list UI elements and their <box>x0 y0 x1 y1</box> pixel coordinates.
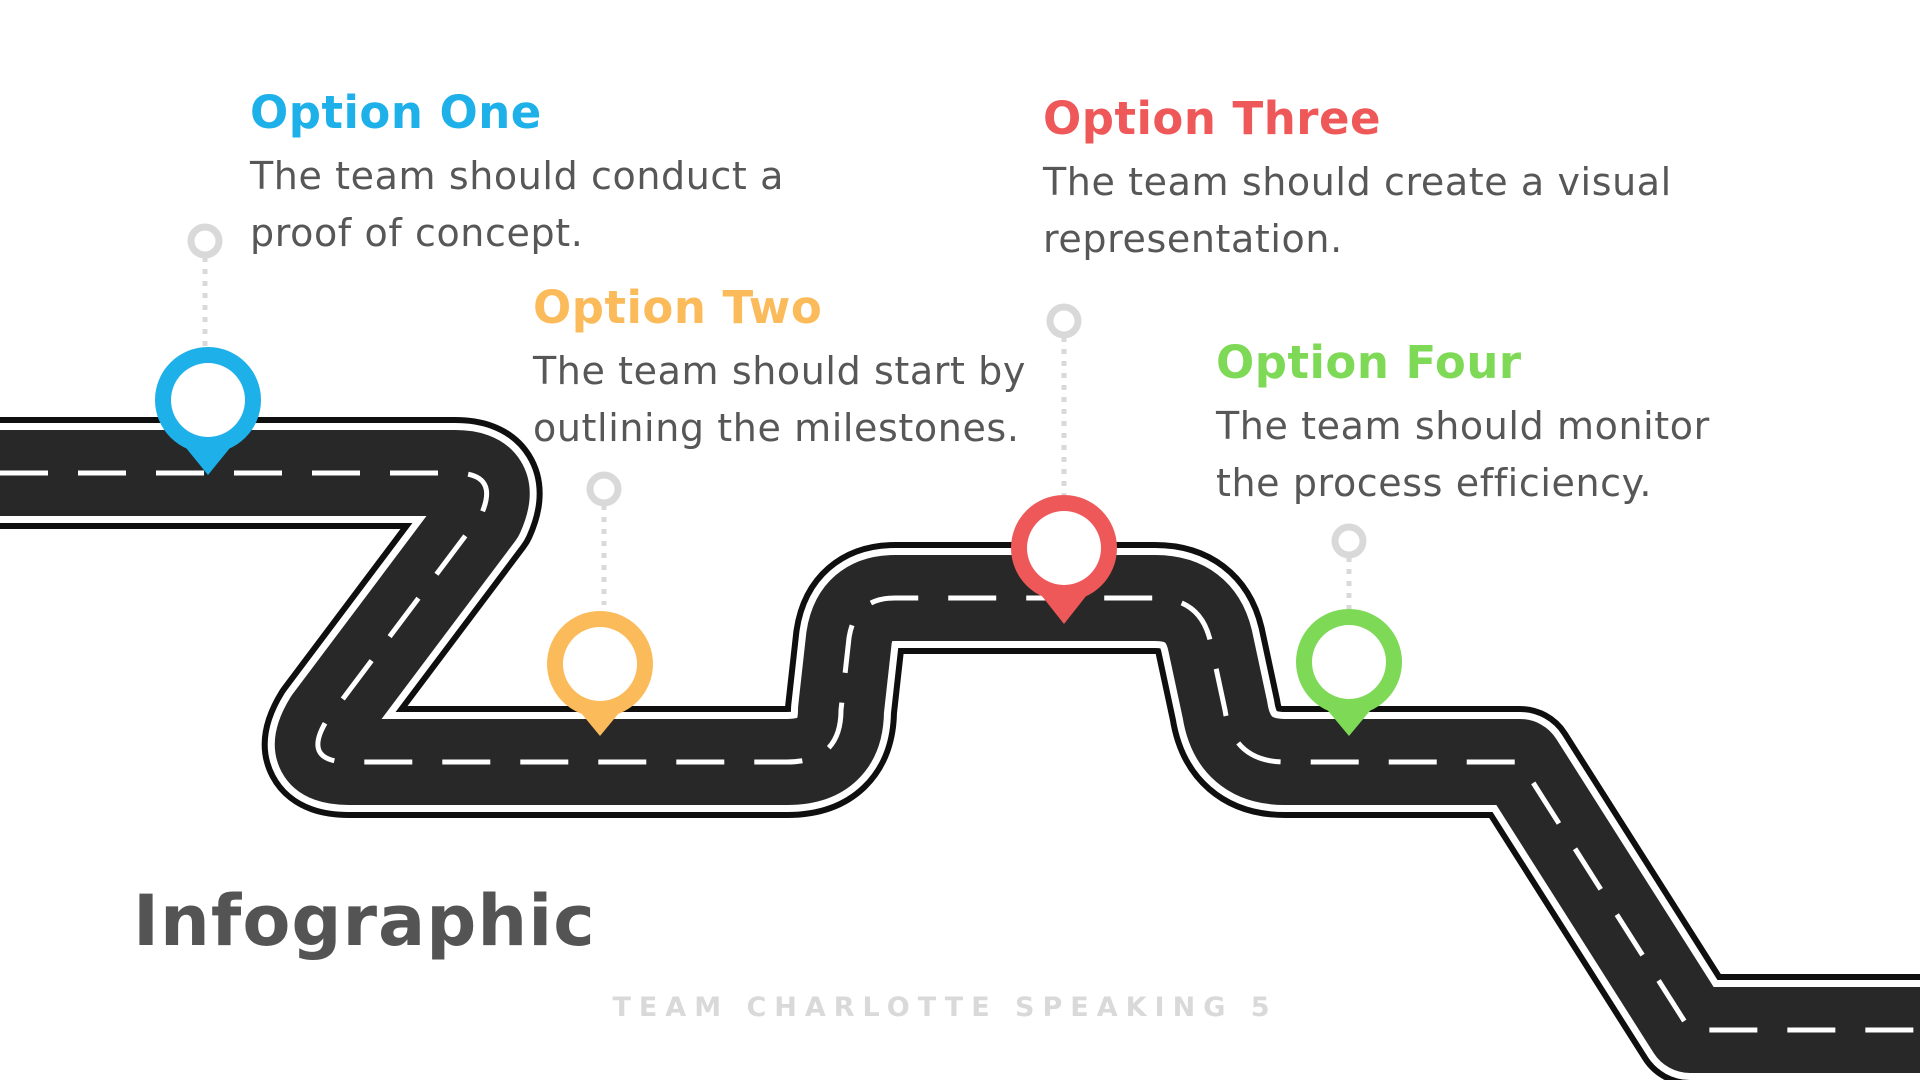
option-three-description: The team should create a visual represen… <box>1043 154 1763 268</box>
connector-ring-icon <box>1046 303 1082 339</box>
footer-caption: TEAM CHARLOTTE SPEAKING 5 <box>612 992 1278 1023</box>
connector-ring-icon <box>586 471 622 507</box>
location-pin-icon <box>1011 495 1117 624</box>
option-two-line-1: The team should start by <box>533 348 1026 393</box>
option-four: Option Four The team should monitor the … <box>1216 338 1776 512</box>
location-pin-icon <box>155 347 261 475</box>
option-one-line-2: proof of concept. <box>250 210 584 255</box>
option-two: Option Two The team should start by outl… <box>533 283 1053 457</box>
option-three: Option Three The team should create a vi… <box>1043 94 1763 268</box>
option-four-line-2: the process efficiency. <box>1216 460 1652 505</box>
option-three-line-2: representation. <box>1043 216 1343 261</box>
option-three-marker <box>1011 303 1117 624</box>
option-one-line-1: The team should conduct a <box>250 153 784 198</box>
option-one-marker <box>155 223 261 475</box>
option-four-title: Option Four <box>1216 336 1522 389</box>
option-four-marker <box>1296 523 1402 736</box>
location-pin-icon <box>1296 609 1402 736</box>
option-three-title: Option Three <box>1043 92 1381 145</box>
option-three-line-1: The team should create a visual <box>1043 159 1672 204</box>
connector-ring-icon <box>1331 523 1367 559</box>
option-one: Option One The team should conduct a pro… <box>250 88 890 262</box>
page-title: Infographic <box>133 880 596 962</box>
option-two-line-2: outlining the milestones. <box>533 405 1020 450</box>
option-two-marker <box>547 471 653 736</box>
option-four-description: The team should monitor the process effi… <box>1216 398 1776 512</box>
option-two-description: The team should start by outlining the m… <box>533 343 1053 457</box>
option-one-title: Option One <box>250 86 542 139</box>
location-pin-icon <box>547 611 653 736</box>
road-center-dashes <box>0 470 1920 1033</box>
option-four-line-1: The team should monitor <box>1216 403 1710 448</box>
connector-ring-icon <box>187 223 223 259</box>
option-two-title: Option Two <box>533 281 823 334</box>
option-one-description: The team should conduct a proof of conce… <box>250 148 890 262</box>
